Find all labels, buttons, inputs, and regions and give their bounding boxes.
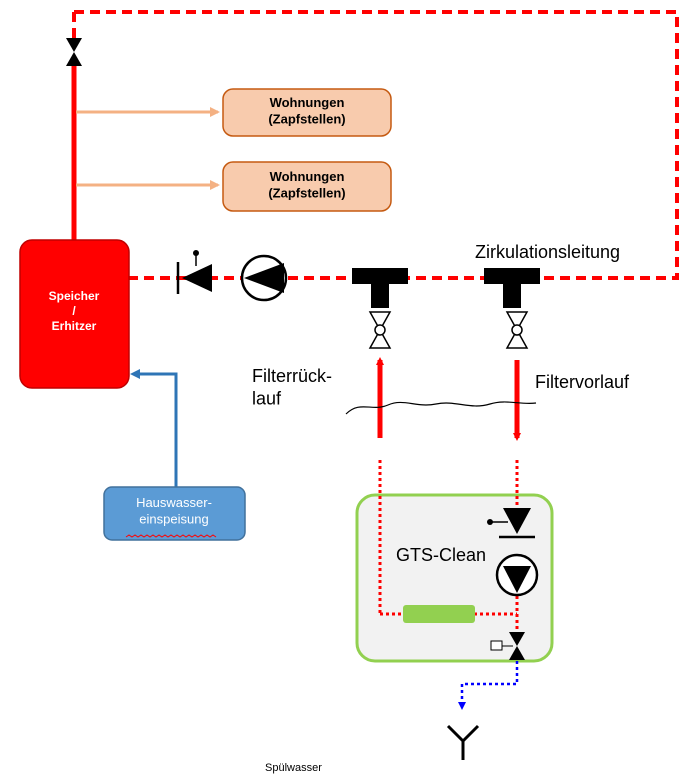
- house-water-label: Hauswasser-einspeisung: [136, 495, 212, 526]
- apartment-box-1-label: Wohnungen(Zapfstellen): [268, 95, 345, 126]
- t-fitting-icon: [484, 268, 540, 308]
- house-water-box: Hauswasser-einspeisung: [103, 486, 246, 541]
- circulation-line-label: Zirkulationsleitung: [475, 242, 620, 262]
- apartment-box-1-label-line-2: (Zapfstellen): [268, 111, 345, 126]
- filter-element: [403, 605, 475, 623]
- house-water-label-line-1: Hauswasser-: [136, 495, 212, 510]
- t-fitting-icon: [352, 268, 408, 308]
- drain-line: [458, 661, 519, 710]
- storage-heater-label-line-1: Speicher: [49, 289, 100, 303]
- spellcheck-underline: [125, 534, 217, 538]
- ball-valve-icon: [368, 311, 392, 349]
- storage-heater-label-line-3: Erhitzer: [52, 319, 97, 333]
- break-line: [345, 401, 537, 415]
- gts-clean-label-line-1: GTS-Clean: [396, 545, 486, 565]
- filter-supply-label-line-1: Filtervorlauf: [535, 372, 630, 392]
- filter-return-label-line-1: Filterrück-: [252, 366, 332, 386]
- apartment-box-1-label-line-1: Wohnungen: [270, 95, 345, 110]
- filter-supply-label: Filtervorlauf: [535, 372, 630, 392]
- storage-heater-label: Speicher/Erhitzer: [49, 289, 100, 333]
- cold-water-line: [130, 369, 178, 487]
- drain-funnel-icon: [446, 724, 480, 760]
- filter-return-label: Filterrück-lauf: [252, 366, 332, 409]
- storage-heater-box: Speicher/Erhitzer: [19, 239, 130, 389]
- ball-valve-icon: [505, 311, 529, 349]
- apartment-box-2-label-line-2: (Zapfstellen): [268, 185, 345, 200]
- pump-icon: [495, 553, 539, 597]
- unit-internal-piping: [378, 460, 519, 632]
- apartment-box-2-label-line-1: Wohnungen: [270, 169, 345, 184]
- gts-clean-label: GTS-Clean: [396, 545, 486, 565]
- storage-heater-label-line-2: /: [72, 304, 76, 318]
- apartment-box-2-label: Wohnungen(Zapfstellen): [268, 169, 345, 200]
- flush-water-label: Spülwasser: [265, 762, 322, 774]
- pump-icon: [240, 254, 288, 302]
- apartment-box-1: Wohnungen(Zapfstellen): [222, 88, 392, 137]
- solenoid-valve-icon: [490, 632, 525, 660]
- circulation-line: [72, 10, 679, 282]
- filter-return-label-line-2: lauf: [252, 389, 282, 409]
- check-valve-icon: [487, 508, 535, 539]
- flush-water-label-line-1: Spülwasser: [265, 762, 322, 774]
- house-water-label-line-2: einspeisung: [139, 511, 208, 526]
- apartment-box-2: Wohnungen(Zapfstellen): [222, 161, 392, 212]
- check-valve-icon: [176, 250, 212, 294]
- shutoff-valve-icon: [66, 38, 82, 66]
- circulation-line-label-line-1: Zirkulationsleitung: [475, 242, 620, 262]
